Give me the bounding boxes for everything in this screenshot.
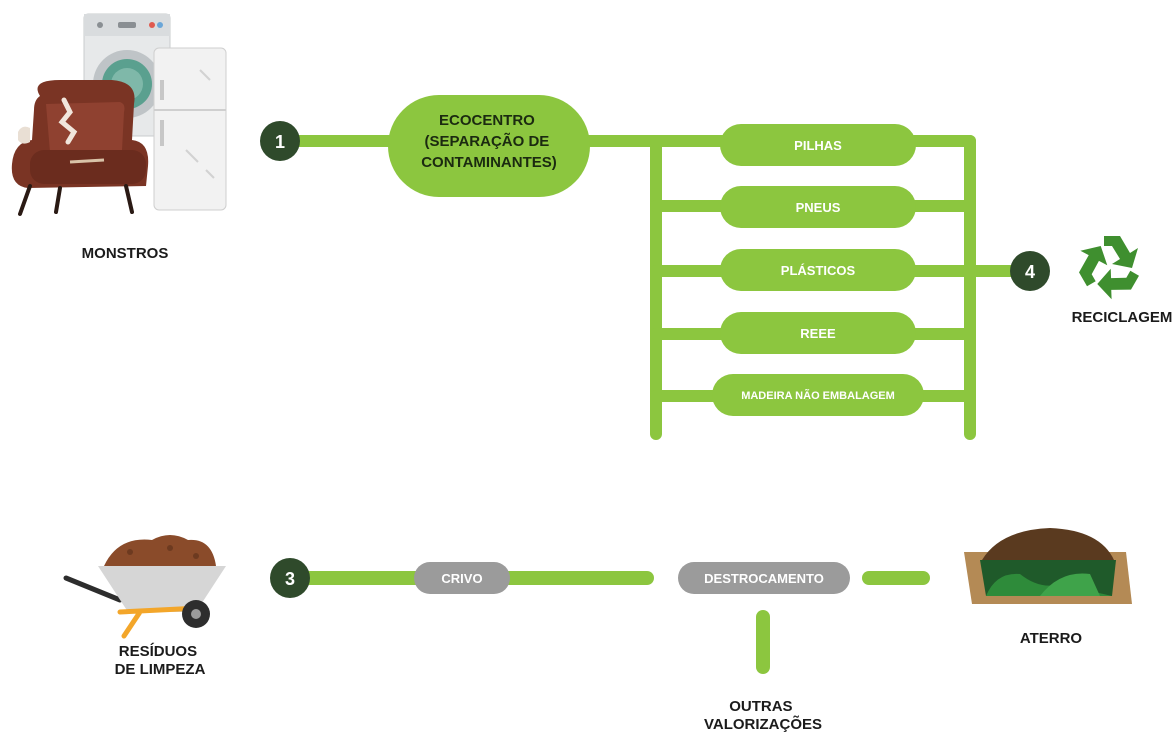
crivo-node [414, 562, 510, 594]
step-4-number: 4 [1025, 262, 1035, 282]
material-list: PILHAS PNEUS PLÁSTICOS REEE MADEIRA NÃO … [712, 124, 924, 416]
step-3-number: 3 [285, 569, 295, 589]
aterro-label: ATERRO [1020, 630, 1083, 647]
recycle-icon [1079, 236, 1139, 300]
ecocentro-node [388, 95, 590, 197]
step-1-number: 1 [275, 132, 285, 152]
material-label-pneus: PNEUS [796, 200, 841, 215]
reciclagem-label: RECICLAGEM [1072, 309, 1173, 326]
material-label-reee: REEE [800, 326, 836, 341]
monstros-label: MONSTROS [82, 245, 169, 262]
material-label-madeira: MADEIRA NÃO EMBALAGEM [741, 389, 895, 402]
bottom-flow-connectors [300, 571, 930, 674]
material-pill-madeira [712, 374, 924, 416]
material-pill-pilhas [720, 124, 916, 166]
crivo-label: CRIVO [441, 571, 482, 586]
material-pill-pneus [720, 186, 916, 228]
step-4-badge [1010, 251, 1050, 291]
step-3-badge [270, 558, 310, 598]
landfill-icon [964, 528, 1132, 604]
destrocamento-node [678, 562, 850, 594]
bulky-waste-icon [11, 13, 227, 216]
residuos-label: RESÍDUOS DE LIMPEZA [115, 643, 206, 678]
destrocamento-label: DESTROCAMENTO [704, 571, 824, 586]
material-pill-reee [720, 312, 916, 354]
wheelbarrow-icon [63, 535, 226, 639]
ecocentro-label: ECOCENTRO (SEPARAÇÃO DE CONTAMINANTES) [421, 112, 557, 171]
outras-valorizacoes-label: OUTRAS VALORIZAÇÕES [704, 698, 822, 733]
material-pill-plasticos [720, 249, 916, 291]
step-1-badge [260, 121, 300, 161]
material-label-pilhas: PILHAS [794, 138, 842, 153]
material-label-plasticos: PLÁSTICOS [781, 263, 856, 278]
